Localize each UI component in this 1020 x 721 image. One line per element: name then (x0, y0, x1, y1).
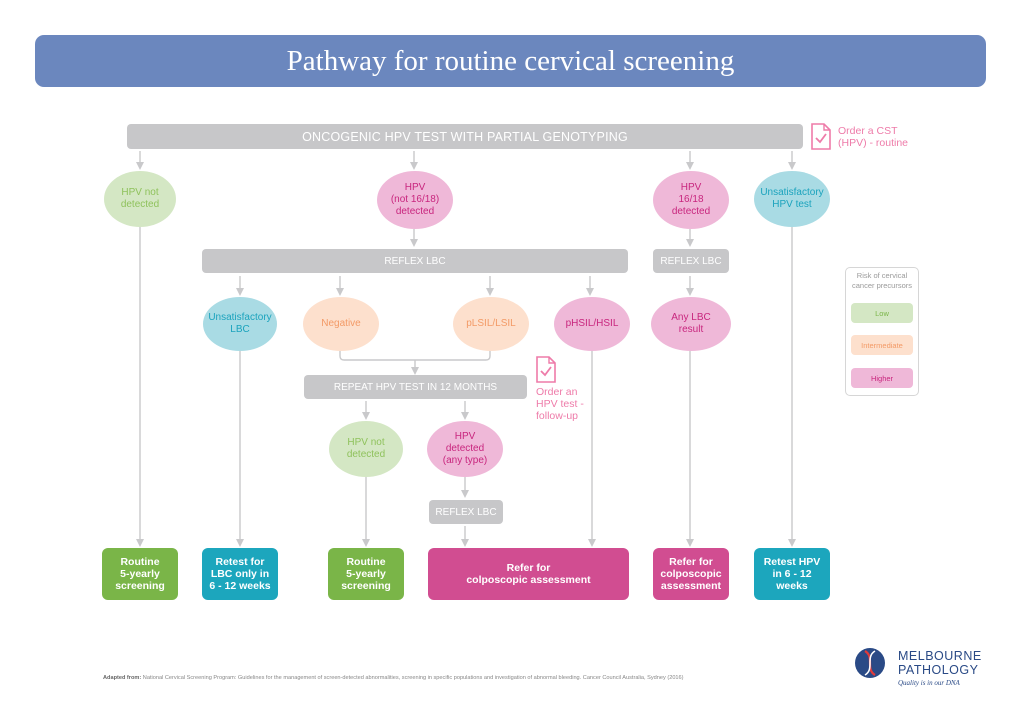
legend-low: Low (851, 303, 913, 323)
outcome-text: Refer for (506, 562, 551, 574)
footer-citation: Adapted from: National Cervical Screenin… (103, 675, 684, 681)
outcome-text: Retest HPV (763, 556, 821, 568)
reflex-lbc-bar-small: REFLEX LBC (429, 500, 503, 524)
oval-text: Any LBC (671, 312, 711, 323)
note-line: follow-up (536, 410, 579, 422)
oval-text: HPV not (121, 187, 159, 198)
plsil-lsil-oval: pLSIL/LSIL (453, 297, 529, 351)
legend-higher-label: Higher (870, 373, 894, 383)
hpv-test-bar-label: ONCOGENIC HPV TEST WITH PARTIAL GENOTYPI… (302, 129, 628, 144)
note-line: Order an (536, 386, 578, 398)
outcome-text: 6 - 12 weeks (209, 580, 271, 592)
repeat-hpv-bar: REPEAT HPV TEST IN 12 MONTHS (304, 375, 527, 399)
oval-text: detected (395, 206, 435, 217)
legend-low-label: Low (875, 308, 889, 318)
oval-text: pLSIL/LSIL (466, 318, 516, 329)
logo-line1: MELBOURNE (898, 649, 982, 663)
hpv-not1618-detected-oval: HPV(not 16/18)detected (377, 171, 453, 229)
order-cst-line1: Order a CST (838, 125, 898, 137)
order-followup-note: Order an HPV test - follow-up (536, 386, 584, 422)
reflex-lbc-bar-right: REFLEX LBC (653, 249, 729, 273)
oval-text: result (678, 324, 704, 335)
reflex-lbc-label: REFLEX LBC (660, 255, 722, 267)
oval-text: HPV (680, 182, 702, 193)
clipboard-check-icon (811, 123, 831, 150)
outcome-text: Routine (120, 556, 160, 568)
outcome-text: screening (341, 580, 391, 592)
footer-prefix: Adapted from: (103, 675, 142, 681)
legend-intermediate-label: Intermediate (861, 340, 903, 350)
outcome-text: 5-yearly (120, 568, 160, 580)
legend-higher: Higher (851, 368, 913, 388)
reflex-lbc-label: REFLEX LBC (435, 506, 497, 518)
oval-text: Unsatisfactory (208, 312, 272, 323)
outcome-text: LBC only in (210, 568, 270, 580)
outcome-text: colposcopic assessment (466, 574, 591, 586)
outcome-text: colposcopic (660, 568, 722, 580)
oval-text: HPV (404, 182, 426, 193)
oval-text: detected (445, 443, 485, 454)
reflex-lbc-label: REFLEX LBC (384, 255, 446, 267)
outcome-text: assessment (660, 580, 722, 592)
clipboard-check-icon (536, 356, 556, 383)
page-title-banner: Pathway for routine cervical screening (35, 35, 986, 87)
footer-text: National Cervical Screening Program: Gui… (142, 675, 684, 681)
repeat-hpv-label: REPEAT HPV TEST IN 12 MONTHS (333, 381, 498, 393)
outcome-text: screening (115, 580, 165, 592)
oval-text: Negative (321, 318, 361, 329)
reflex-lbc-bar: REFLEX LBC (202, 249, 628, 273)
page-title: Pathway for routine cervical screening (286, 44, 735, 77)
phsil-hsil-oval: pHSIL/HSIL (554, 297, 630, 351)
logo-tagline: Quality is in our DNA (898, 679, 960, 687)
outcome-text: weeks (776, 580, 808, 592)
oval-text: (any type) (442, 455, 488, 466)
oval-text: HPV not (347, 437, 385, 448)
oval-text: pHSIL/HSIL (565, 318, 619, 329)
order-cst-note: Order a CST (HPV) - routine (838, 125, 908, 149)
legend-title: Risk of cervical cancer precursors (848, 271, 916, 291)
oval-text: detected (120, 199, 160, 210)
oval-text: (not 16/18) (390, 194, 440, 205)
hpv-test-bar: ONCOGENIC HPV TEST WITH PARTIAL GENOTYPI… (127, 124, 803, 149)
note-line: HPV test - (536, 398, 584, 410)
negative-oval: Negative (303, 297, 379, 351)
legend-title-line: Risk of cervical (856, 271, 908, 280)
legend-title-line: cancer precursors (851, 281, 913, 290)
oval-text: LBC (230, 324, 250, 335)
oval-text: Unsatisfactory (760, 187, 824, 198)
logo-wordmark: MELBOURNE PATHOLOGY (898, 649, 982, 677)
outcome-text: in 6 - 12 (772, 568, 812, 580)
logo-line2: PATHOLOGY (898, 663, 979, 677)
order-cst-line2: (HPV) - routine (838, 137, 909, 149)
oval-text: HPV test (772, 199, 812, 210)
outcome-text: Retest for (215, 556, 265, 568)
outcome-text: 5-yearly (346, 568, 386, 580)
outcome-text: Refer for (669, 556, 713, 568)
oval-text: detected (671, 206, 711, 217)
legend-intermediate: Intermediate (851, 335, 913, 355)
dna-logo-icon (855, 648, 885, 678)
oval-text: detected (346, 449, 386, 460)
risk-legend (845, 267, 919, 396)
oval-text: 16/18 (678, 194, 704, 205)
outcome-text: Routine (346, 556, 386, 568)
oval-text: HPV (454, 431, 476, 442)
